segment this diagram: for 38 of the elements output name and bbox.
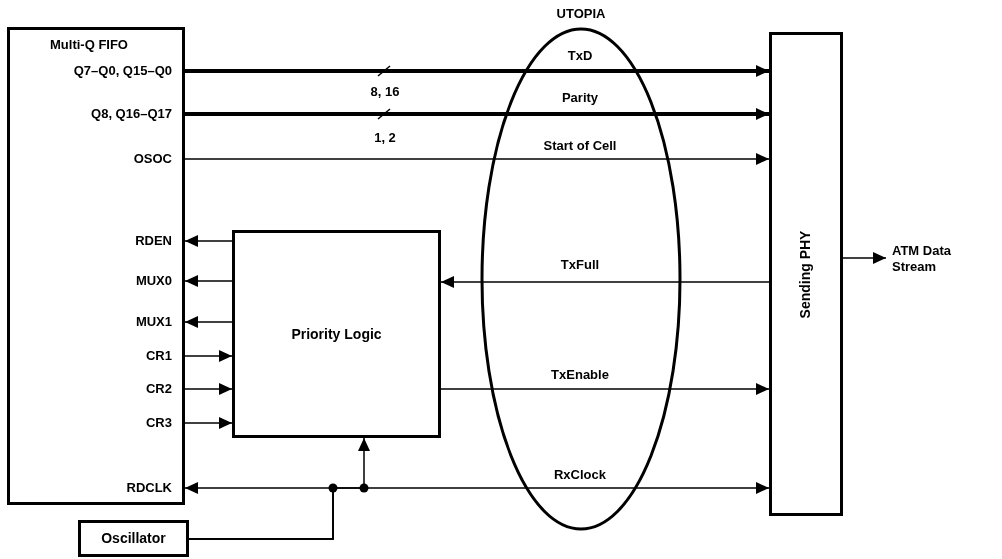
pin-label: CR2 [146, 382, 172, 395]
pin-label: CR3 [146, 416, 172, 429]
connector-arrow [184, 417, 233, 429]
signal-label: RxClock [552, 468, 608, 481]
connector-arrow [184, 153, 770, 165]
connector-arrow [440, 383, 770, 395]
connector-arrow [184, 350, 233, 362]
connector-arrow [185, 65, 769, 77]
pin-label: RDCLK [126, 481, 172, 494]
connector-arrow [184, 275, 233, 287]
interface-label: UTOPIA [556, 7, 606, 20]
pin-label: Q7–Q0, Q15–Q0 [73, 64, 172, 77]
signal-label: Parity [559, 91, 601, 104]
bus-width-label: 1, 2 [374, 131, 396, 144]
signal-label: TxD [565, 49, 595, 62]
oscillator-block: Oscillator [78, 520, 189, 557]
pin-label: RDEN [135, 234, 172, 247]
connector-arrow [185, 108, 769, 120]
connector-arrow [184, 235, 233, 247]
logic-block: Priority Logic [232, 230, 441, 438]
pin-label: OSOC [133, 152, 172, 165]
signal-label: TxEnable [549, 368, 611, 381]
bus-width-label: 8, 16 [370, 85, 400, 98]
output-label: ATM Data Stream [886, 243, 996, 277]
connector-arrow [440, 276, 770, 288]
fifo-block [7, 27, 185, 505]
pin-label: CR1 [146, 349, 172, 362]
pin-label: Q8, Q16–Q17 [91, 107, 172, 120]
signal-label: Start of Cell [541, 139, 619, 152]
signal-label: TxFull [558, 258, 602, 271]
block-title: Multi-Q FIFO [50, 36, 128, 54]
connector-arrow [188, 482, 770, 540]
phy-block: Sending PHY [769, 32, 843, 516]
connector-arrow [184, 316, 233, 328]
connector-arrow [184, 383, 233, 395]
pin-label: MUX1 [135, 315, 172, 328]
connector-arrow [842, 252, 887, 264]
pin-label: MUX0 [135, 274, 172, 287]
